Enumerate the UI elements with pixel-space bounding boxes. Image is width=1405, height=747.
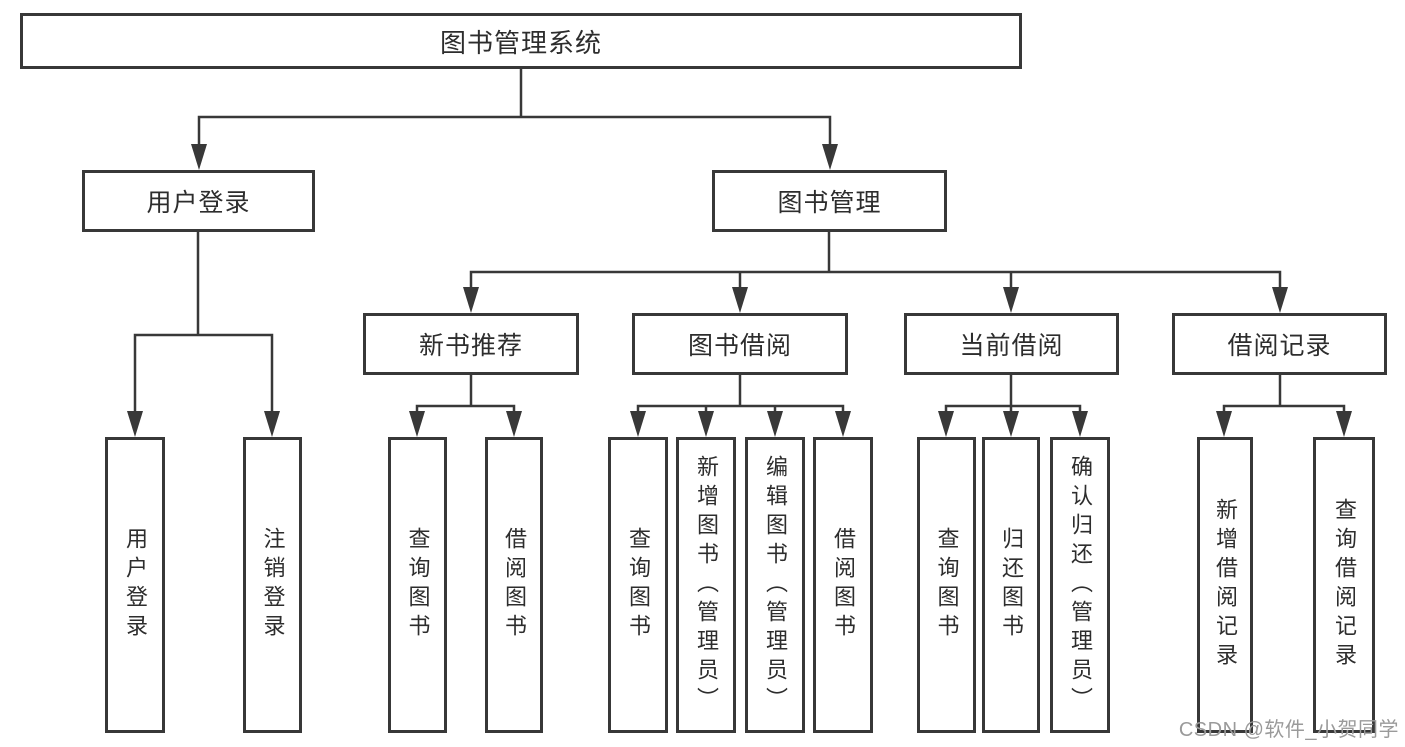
leaf-logout: 注销登录 (243, 437, 302, 733)
leaf-query-books-current-label: 查询图书 (934, 527, 960, 643)
node-root-label: 图书管理系统 (439, 27, 602, 58)
leaf-query-books-recommend: 查询图书 (388, 437, 447, 733)
leaf-add-book-admin-label: 新增图书（管理员） (694, 454, 719, 716)
leaf-query-books-current: 查询图书 (917, 437, 976, 733)
leaf-query-borrow-record-label: 查询借阅记录 (1332, 498, 1357, 672)
node-new-book-recommend: 新书推荐 (363, 313, 579, 375)
node-new-book-recommend-label: 新书推荐 (418, 332, 523, 360)
node-book-management: 图书管理 (712, 170, 947, 232)
leaf-edit-book-admin-label: 编辑图书（管理员） (763, 454, 788, 716)
leaf-query-books-borrow: 查询图书 (608, 437, 668, 733)
leaf-query-books-recommend-label: 查询图书 (405, 527, 431, 643)
leaf-add-book-admin: 新增图书（管理员） (676, 437, 736, 733)
node-current-borrow-label: 当前借阅 (959, 332, 1064, 360)
node-user-login-label: 用户登录 (146, 189, 251, 217)
leaf-user-login: 用户登录 (105, 437, 165, 733)
node-borrow-records-label: 借阅记录 (1227, 332, 1332, 360)
node-book-management-label: 图书管理 (777, 189, 882, 217)
leaf-edit-book-admin: 编辑图书（管理员） (745, 437, 805, 733)
node-borrow-records: 借阅记录 (1172, 313, 1387, 375)
watermark: CSDN @软件_小贺同学 (1178, 719, 1399, 741)
node-book-borrow: 图书借阅 (632, 313, 848, 375)
leaf-add-borrow-record: 新增借阅记录 (1197, 437, 1253, 733)
leaf-borrow-books-label: 借阅图书 (831, 527, 856, 643)
leaf-confirm-return-admin: 确认归还（管理员） (1050, 437, 1110, 733)
node-current-borrow: 当前借阅 (904, 313, 1119, 375)
leaf-query-books-borrow-label: 查询图书 (626, 527, 651, 643)
node-user-login: 用户登录 (82, 170, 315, 232)
node-book-borrow-label: 图书借阅 (687, 332, 792, 360)
leaf-logout-label: 注销登录 (260, 527, 286, 643)
leaf-confirm-return-admin-label: 确认归还（管理员） (1068, 454, 1093, 716)
leaf-add-borrow-record-label: 新增借阅记录 (1213, 498, 1238, 672)
leaf-borrow-books-recommend-label: 借阅图书 (502, 527, 527, 643)
leaf-return-book: 归还图书 (982, 437, 1040, 733)
leaf-query-borrow-record: 查询借阅记录 (1313, 437, 1375, 733)
leaf-borrow-books: 借阅图书 (813, 437, 873, 733)
leaf-return-book-label: 归还图书 (999, 527, 1024, 643)
leaf-borrow-books-recommend: 借阅图书 (485, 437, 543, 733)
leaf-user-login-label: 用户登录 (123, 527, 148, 643)
node-root: 图书管理系统 (20, 13, 1022, 69)
